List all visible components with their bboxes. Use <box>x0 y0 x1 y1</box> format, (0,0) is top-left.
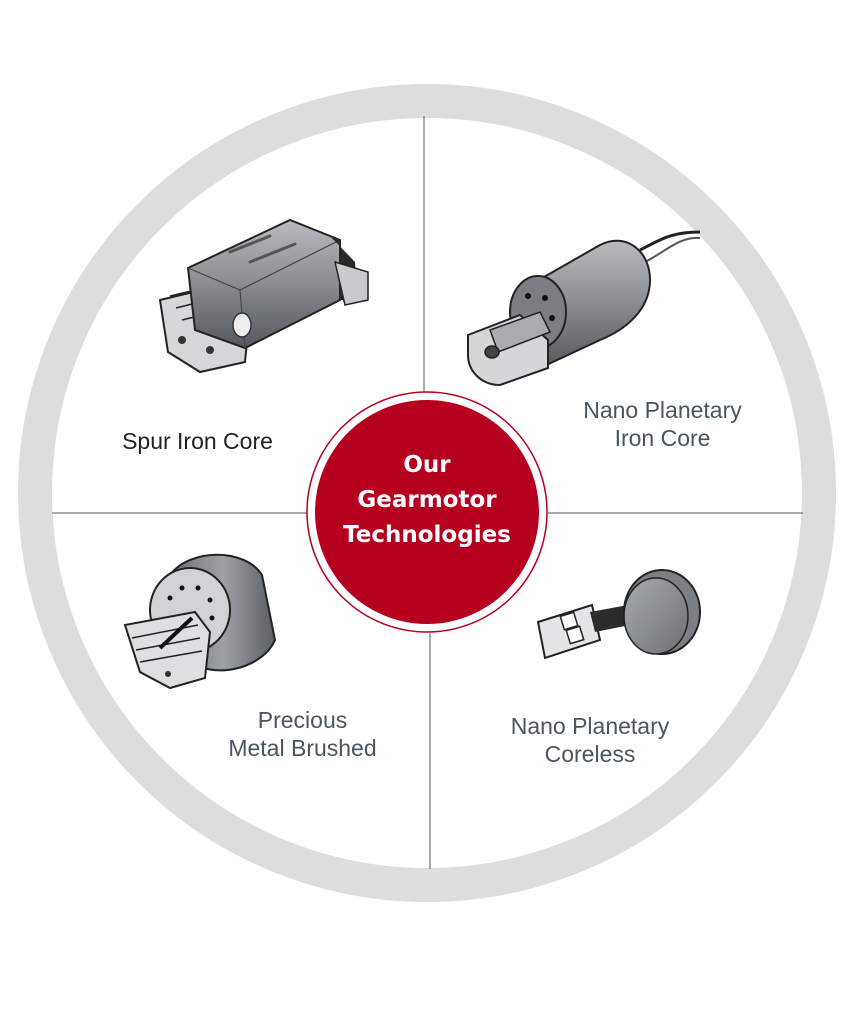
label-line: Coreless <box>544 741 636 767</box>
center-title-line: Gearmotor <box>357 487 497 513</box>
label-line: Precious <box>257 707 348 733</box>
center-title-line: Our <box>403 452 451 478</box>
center-title: Our Gearmotor Technologies <box>327 448 527 553</box>
label-line: Spur Iron Core <box>122 428 273 454</box>
label-line: Nano Planetary <box>583 397 742 423</box>
spur-iron-core-motor-icon <box>158 218 369 374</box>
label-line: Nano Planetary <box>510 713 670 739</box>
center-badge <box>315 400 539 624</box>
label-nano-planetary-coreless: Nano Planetary Coreless <box>490 712 690 768</box>
label-nano-planetary-iron-core: Nano Planetary Iron Core <box>560 396 765 452</box>
outer-ring <box>18 84 836 902</box>
precious-metal-brushed-motor-icon <box>123 553 277 690</box>
label-line: Metal Brushed <box>228 735 377 761</box>
center-title-line: Technologies <box>343 522 511 548</box>
label-precious-metal-brushed: Precious Metal Brushed <box>215 706 390 762</box>
label-spur-iron-core: Spur Iron Core <box>100 427 295 455</box>
nano-planetary-coreless-motor-icon <box>536 569 701 660</box>
nano-planetary-iron-core-motor-icon <box>467 230 701 387</box>
label-line: Iron Core <box>614 425 711 451</box>
